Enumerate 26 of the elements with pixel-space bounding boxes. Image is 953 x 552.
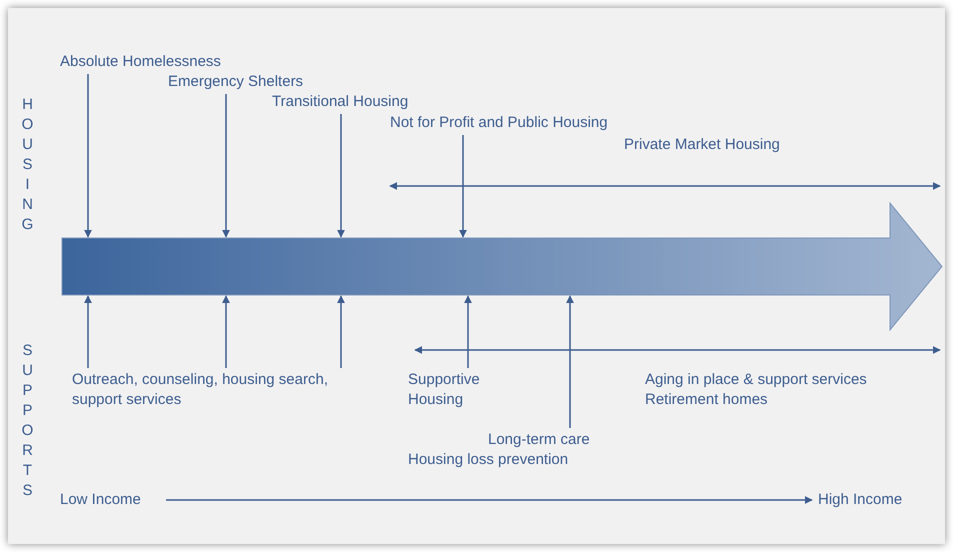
arrow — [222, 94, 230, 238]
node-label: Absolute Homelessness — [60, 52, 260, 72]
arrow — [337, 295, 345, 368]
node-label: Not for Profit and Public Housing — [390, 113, 680, 133]
arrow — [464, 295, 472, 368]
arrow — [166, 496, 813, 504]
axis-label: SUPPORTS — [20, 342, 35, 502]
node-label: Long-term care — [488, 430, 598, 450]
node-label: Emergency Shelters — [168, 72, 328, 92]
text-label: Housing loss prevention — [408, 450, 570, 470]
node-label: Supportive Housing — [408, 370, 508, 410]
node-label: High Income — [818, 490, 928, 510]
arrow — [222, 295, 230, 368]
arrow — [566, 295, 574, 428]
text-label: Private Market Housing — [624, 135, 781, 155]
arrow — [337, 114, 345, 238]
continuum-arrow — [62, 203, 942, 330]
arrow — [459, 135, 467, 238]
arrow — [84, 295, 92, 368]
node-label: Outreach, counseling, housing search, support services — [72, 370, 342, 410]
arrow — [84, 74, 92, 238]
text-label: Aging in place & support services — [645, 370, 868, 390]
axis-label: HOUSING — [20, 96, 35, 236]
text-label: Retirement homes — [645, 390, 769, 410]
node-label: Low Income — [60, 490, 160, 510]
node-label: Transitional Housing — [272, 92, 432, 112]
